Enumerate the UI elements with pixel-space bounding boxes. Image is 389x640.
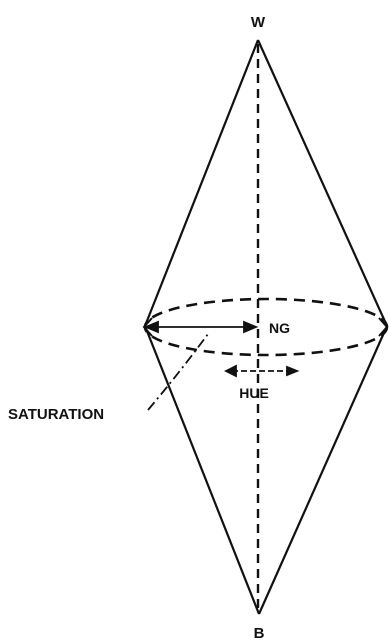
lower-left-edge	[143, 325, 261, 615]
neutral-gray-label: NG	[269, 320, 290, 336]
saturation-arrow	[143, 320, 259, 334]
hue-arrow	[223, 364, 300, 378]
bicone-outline	[143, 39, 389, 615]
upper-left-edge	[143, 39, 260, 327]
lower-right-edge	[257, 325, 389, 615]
upper-right-edge	[256, 39, 389, 327]
saturation-leader-line	[147, 333, 209, 411]
saturation-label: SATURATION	[8, 406, 104, 423]
hue-label: HUE	[239, 385, 269, 401]
ellipse-edge-marks	[142, 317, 389, 337]
black-pole-label: B	[254, 625, 265, 640]
white-pole-label: W	[251, 14, 266, 31]
